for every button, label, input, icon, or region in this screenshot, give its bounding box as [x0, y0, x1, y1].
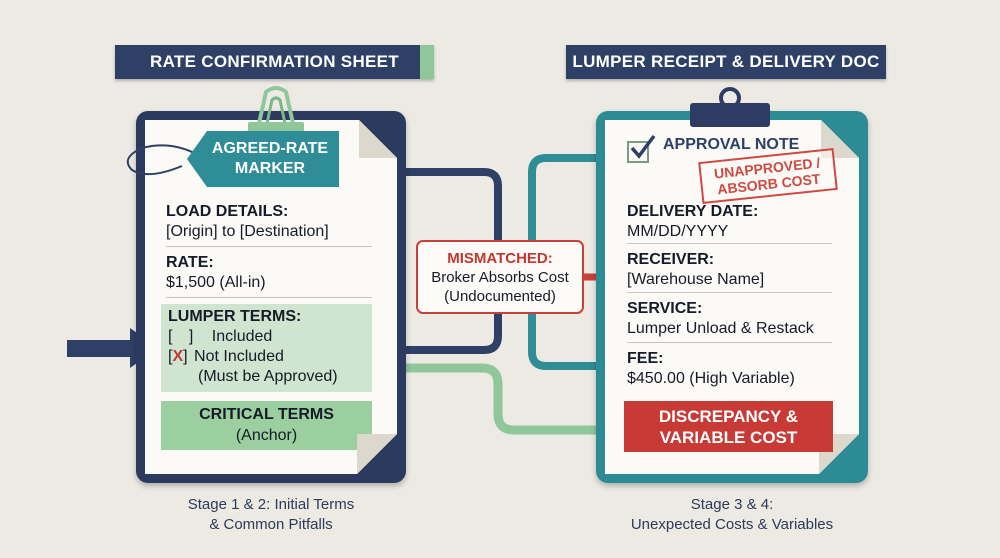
discrepancy-line-2: VARIABLE COST: [659, 427, 798, 447]
divider: [166, 246, 372, 247]
receiver-value: [Warehouse Name]: [627, 271, 765, 288]
lumper-receipt-title: LUMPER RECEIPT & DELIVERY DOC: [572, 52, 880, 71]
fee-value: $450.00 (High Variable): [627, 370, 795, 387]
receiver-label: RECEIVER:: [627, 251, 715, 268]
delivery-date-label: DELIVERY DATE:: [627, 203, 759, 220]
service-label: SERVICE:: [627, 300, 703, 317]
fee-label: FEE:: [627, 350, 664, 367]
lumper-receipt-banner: LUMPER RECEIPT & DELIVERY DOC: [566, 45, 886, 79]
tag-string: [126, 144, 201, 176]
banner-accent: [420, 45, 434, 79]
tag-line-1: AGREED-RATE: [211, 140, 329, 157]
receiver-field: RECEIVER: [Warehouse Name]: [627, 250, 764, 290]
rate-confirmation-banner: RATE CONFIRMATION SHEET: [115, 45, 434, 79]
delivery-date-value: MM/DD/YYYY: [627, 223, 729, 240]
right-stage-caption: Stage 3 & 4: Unexpected Costs & Variable…: [596, 495, 868, 535]
lumper-terms-box: [161, 304, 372, 392]
critical-terms-sub: (Anchor): [235, 427, 298, 444]
mismatch-title: MISMATCHED:: [447, 249, 553, 267]
checkmark-icon: [630, 134, 656, 159]
left-caption-line-2: & Common Pitfalls: [209, 516, 333, 533]
rate-confirmation-title: RATE CONFIRMATION SHEET: [150, 52, 399, 71]
lumper-terms-field: LUMPER TERMS: [ ] Included [X] Not Inclu…: [168, 307, 338, 387]
green-connector: [372, 363, 600, 435]
critical-terms-box: CRITICAL TERMS (Anchor): [161, 401, 372, 450]
not-included-label: Not Included: [194, 348, 284, 365]
load-details-value: [Origin] to [Destination]: [166, 223, 329, 240]
incoming-arrow-shaft: [67, 340, 133, 357]
mismatch-line-2: (Undocumented): [444, 287, 556, 305]
divider: [166, 297, 372, 298]
load-details-field: LOAD DETAILS: [Origin] to [Destination]: [166, 202, 329, 242]
tag-line-2: MARKER: [234, 160, 306, 177]
not-included-close: ]: [183, 348, 188, 365]
service-value: Lumper Unload & Restack: [627, 320, 814, 337]
approval-requirement: (Must be Approved): [198, 368, 338, 385]
right-caption-line-2: Unexpected Costs & Variables: [630, 516, 834, 533]
service-field: SERVICE: Lumper Unload & Restack: [627, 299, 814, 339]
included-label: Included: [211, 328, 273, 345]
approval-note-label: APPROVAL NOTE: [663, 136, 800, 153]
included-checkbox: [ ]: [168, 328, 200, 345]
divider: [627, 292, 832, 293]
divider: [627, 342, 832, 343]
lumper-terms-label: LUMPER TERMS:: [168, 308, 302, 325]
option-not-included: [X] Not Included: [168, 347, 338, 367]
approval-checkbox: [627, 141, 649, 163]
x-mark-icon: X: [172, 348, 184, 365]
rate-label: RATE:: [166, 254, 214, 271]
discrepancy-box: DISCREPANCY & VARIABLE COST: [624, 401, 833, 452]
clip-ring-icon: [719, 87, 741, 108]
option-included: [ ] Included: [168, 327, 338, 347]
left-caption-line-1: Stage 1 & 2: Initial Terms: [187, 496, 355, 513]
rate-field: RATE: $1,500 (All-in): [166, 253, 266, 293]
right-caption-line-1: Stage 3 & 4:: [690, 496, 774, 513]
rate-value: $1,500 (All-in): [166, 274, 266, 291]
fee-field: FEE: $450.00 (High Variable): [627, 349, 795, 389]
delivery-date-field: DELIVERY DATE: MM/DD/YYYY: [627, 202, 758, 242]
mismatch-callout: MISMATCHED: Broker Absorbs Cost (Undocum…: [416, 240, 584, 314]
discrepancy-line-1: DISCREPANCY &: [658, 406, 799, 426]
critical-terms-title: CRITICAL TERMS: [199, 406, 334, 423]
left-stage-caption: Stage 1 & 2: Initial Terms & Common Pitf…: [146, 495, 396, 535]
agreed-rate-marker-tag: AGREED-RATE MARKER: [187, 131, 339, 187]
divider: [627, 243, 832, 244]
load-details-label: LOAD DETAILS:: [166, 203, 289, 220]
mismatch-line-1: Broker Absorbs Cost: [431, 268, 569, 286]
not-included-open: [: [168, 348, 173, 365]
